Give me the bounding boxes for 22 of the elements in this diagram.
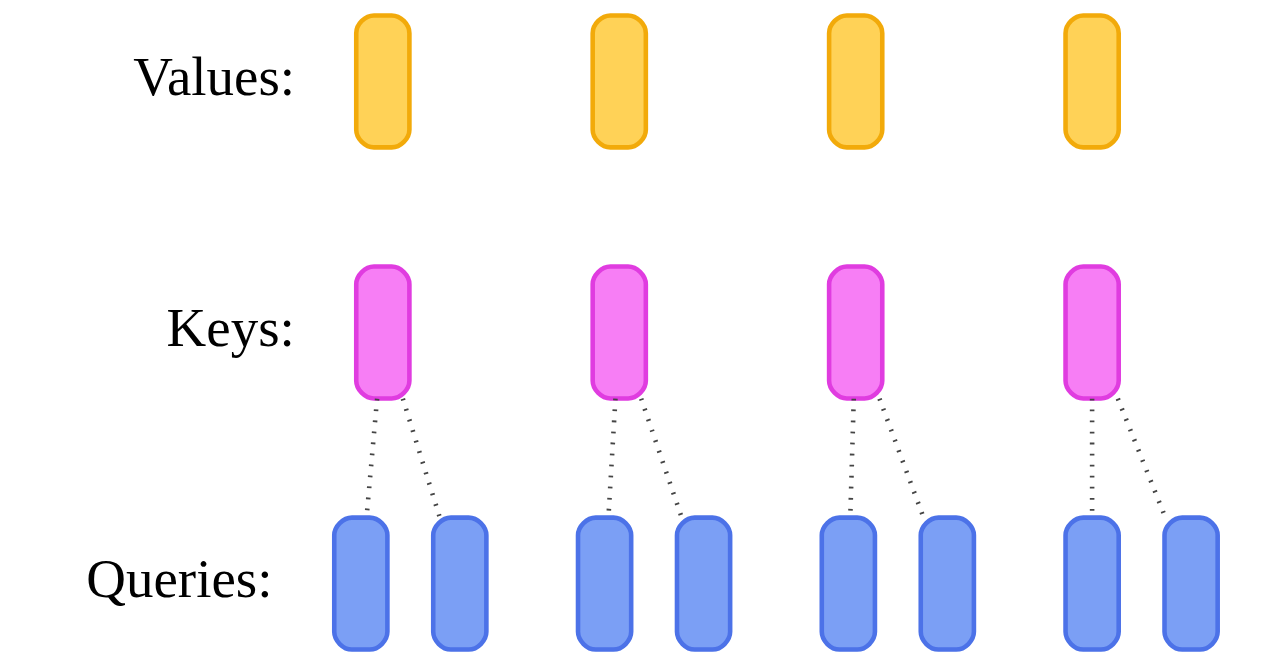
node-box: [674, 515, 733, 652]
node-box: [590, 13, 649, 150]
node-box: [353, 13, 412, 150]
node-box: [826, 13, 885, 150]
label: Keys:: [166, 297, 295, 359]
node-box: [819, 515, 878, 652]
node-box: [590, 264, 649, 401]
node-box: [575, 515, 634, 652]
node-box: [1162, 515, 1220, 652]
node-box: [1063, 13, 1121, 150]
label: Queries:: [86, 548, 273, 610]
node-box: [1063, 264, 1121, 401]
node-box: [353, 264, 412, 401]
node-box: [918, 515, 977, 652]
node-box: [1063, 515, 1121, 652]
connector: [639, 397, 684, 518]
label: Values:: [133, 46, 296, 108]
node-box: [331, 515, 390, 652]
node-box: [430, 515, 489, 652]
node-box: [826, 264, 885, 401]
connector: [877, 397, 926, 518]
connector: [400, 398, 442, 518]
